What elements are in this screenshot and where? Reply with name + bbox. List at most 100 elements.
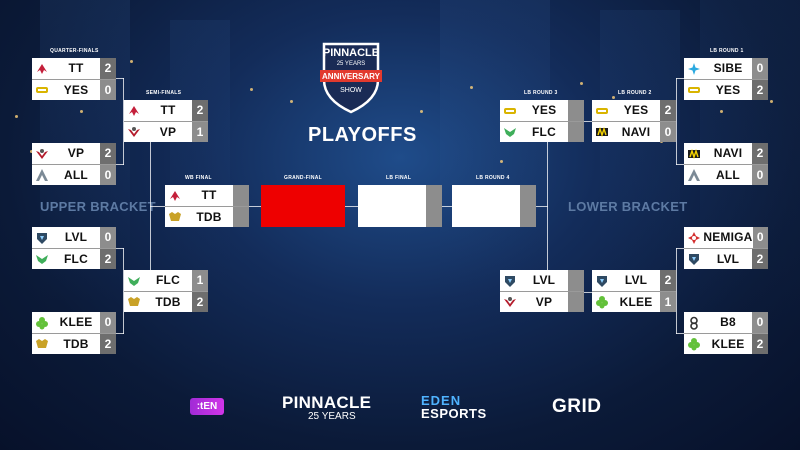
logo-show-text: SHOW — [340, 87, 362, 94]
team-name: VP — [159, 125, 177, 139]
team-row[interactable]: TDB 2 — [32, 333, 116, 354]
team-name: TT — [201, 188, 217, 202]
match-sf1[interactable]: TT 2 VP 1 — [124, 100, 208, 142]
b8-icon — [684, 312, 704, 333]
team-name: TDB — [155, 295, 181, 309]
team-name: TT — [160, 103, 176, 117]
team-row[interactable]: TT — [165, 185, 249, 206]
team-name: KLEE — [711, 337, 745, 351]
connector — [676, 333, 684, 334]
team-score — [568, 292, 584, 312]
match-lb1b[interactable]: NAVI 2 ALL 0 — [684, 143, 768, 185]
team-row[interactable]: NAVI 0 — [592, 121, 676, 142]
team-name: TDB — [196, 210, 222, 224]
team-row[interactable]: TT 2 — [124, 100, 208, 121]
match-lb1c[interactable]: NEMIGA 0 LVL 2 — [684, 227, 768, 269]
team-score: 2 — [100, 334, 116, 354]
lvl-icon — [32, 227, 52, 248]
team-slot — [358, 185, 426, 227]
team-score: 0 — [100, 165, 116, 185]
team-name: ALL — [716, 168, 740, 182]
team-row[interactable]: VP 1 — [124, 121, 208, 142]
match-lb1a[interactable]: SIBE 0 YES 2 — [684, 58, 768, 100]
team-row[interactable]: KLEE 0 — [32, 312, 116, 333]
team-row[interactable]: YES 2 — [592, 100, 676, 121]
team-row[interactable]: FLC — [500, 121, 584, 142]
team-row[interactable]: KLEE 1 — [592, 291, 676, 312]
team-row[interactable]: LVL 0 — [32, 227, 116, 248]
connector — [584, 292, 592, 293]
team-row[interactable]: YES 2 — [684, 79, 768, 100]
match-lb2b[interactable]: LVL 2 KLEE 1 — [592, 270, 676, 312]
tdb-icon — [124, 292, 144, 312]
match-qf4[interactable]: KLEE 0 TDB 2 — [32, 312, 116, 354]
team-row[interactable]: VP — [500, 291, 584, 312]
match-qf1[interactable]: TT 2 YES 0 — [32, 58, 116, 100]
match-qf2[interactable]: VP 2 ALL 0 — [32, 143, 116, 185]
team-name: NAVI — [713, 146, 743, 160]
match-wb-final[interactable]: TT TDB — [165, 185, 249, 227]
team-row[interactable]: TDB — [165, 206, 249, 227]
eden-logo-top: EDEN — [421, 393, 462, 408]
team-row[interactable]: LVL — [500, 270, 584, 291]
team-name: YES — [531, 103, 557, 117]
team-row[interactable]: FLC 2 — [32, 248, 116, 269]
team-row[interactable]: B8 0 — [684, 312, 768, 333]
team-row[interactable]: LVL 2 — [592, 270, 676, 291]
tdb-icon — [32, 334, 52, 354]
team-score: 0 — [752, 227, 768, 248]
yes-icon — [684, 80, 704, 100]
team-row[interactable]: TDB 2 — [124, 291, 208, 312]
team-row[interactable]: TT 2 — [32, 58, 116, 79]
match-lb2a[interactable]: YES 2 NAVI 0 — [592, 100, 676, 142]
nemiga-icon — [684, 227, 704, 248]
team-row[interactable]: YES — [500, 100, 584, 121]
label-lb-round4: LB ROUND 4 — [476, 175, 510, 181]
team-score: 2 — [192, 100, 208, 121]
team-score: 2 — [752, 80, 768, 100]
match-lb3b[interactable]: LVL VP — [500, 270, 584, 312]
navi-icon — [592, 122, 612, 142]
team-name: VP — [67, 146, 85, 160]
team-row[interactable]: ALL 0 — [684, 164, 768, 185]
team-name: VP — [535, 295, 553, 309]
lower-bracket-title: LOWER BRACKET — [568, 199, 688, 214]
label-quarter-finals: QUARTER-FINALS — [50, 48, 99, 54]
connector — [676, 248, 677, 334]
team-row[interactable]: NAVI 2 — [684, 143, 768, 164]
eden-logo-bottom: ESPORTS — [421, 406, 487, 421]
navi-icon — [684, 143, 704, 164]
flc-icon — [500, 122, 520, 142]
match-lb-round4[interactable] — [452, 185, 536, 227]
yes-icon — [500, 100, 520, 121]
team-score: 1 — [660, 292, 676, 312]
team-row[interactable]: NEMIGA 0 — [684, 227, 768, 248]
lvl-icon — [500, 270, 520, 291]
team-score: 2 — [100, 58, 116, 79]
team-row[interactable]: VP 2 — [32, 143, 116, 164]
team-row[interactable]: LVL 2 — [684, 248, 768, 269]
match-qf3[interactable]: LVL 0 FLC 2 — [32, 227, 116, 269]
team-name: YES — [623, 103, 649, 117]
connector — [536, 206, 548, 207]
team-row[interactable]: YES 0 — [32, 79, 116, 100]
match-grand-final[interactable] — [261, 185, 345, 227]
team-row[interactable]: KLEE 2 — [684, 333, 768, 354]
match-lb-final[interactable] — [358, 185, 442, 227]
match-sf2[interactable]: FLC 1 TDB 2 — [124, 270, 208, 312]
team-row[interactable]: FLC 1 — [124, 270, 208, 291]
pinnacle-anniversary-logo: PINNACLE 25 YEARS ANNIVERSARY SHOW — [318, 40, 384, 114]
vp-icon — [32, 143, 52, 164]
lvl-icon — [684, 249, 704, 269]
team-slot — [452, 185, 520, 227]
match-lb3a[interactable]: YES FLC — [500, 100, 584, 142]
team-score: 0 — [100, 312, 116, 333]
team-score: 0 — [752, 165, 768, 185]
connector — [676, 78, 684, 79]
match-lb1d[interactable]: B8 0 KLEE 2 — [684, 312, 768, 354]
team-row[interactable]: SIBE 0 — [684, 58, 768, 79]
klee-icon — [592, 292, 612, 312]
team-row[interactable]: ALL 0 — [32, 164, 116, 185]
connector — [249, 206, 261, 207]
connector — [547, 121, 548, 292]
